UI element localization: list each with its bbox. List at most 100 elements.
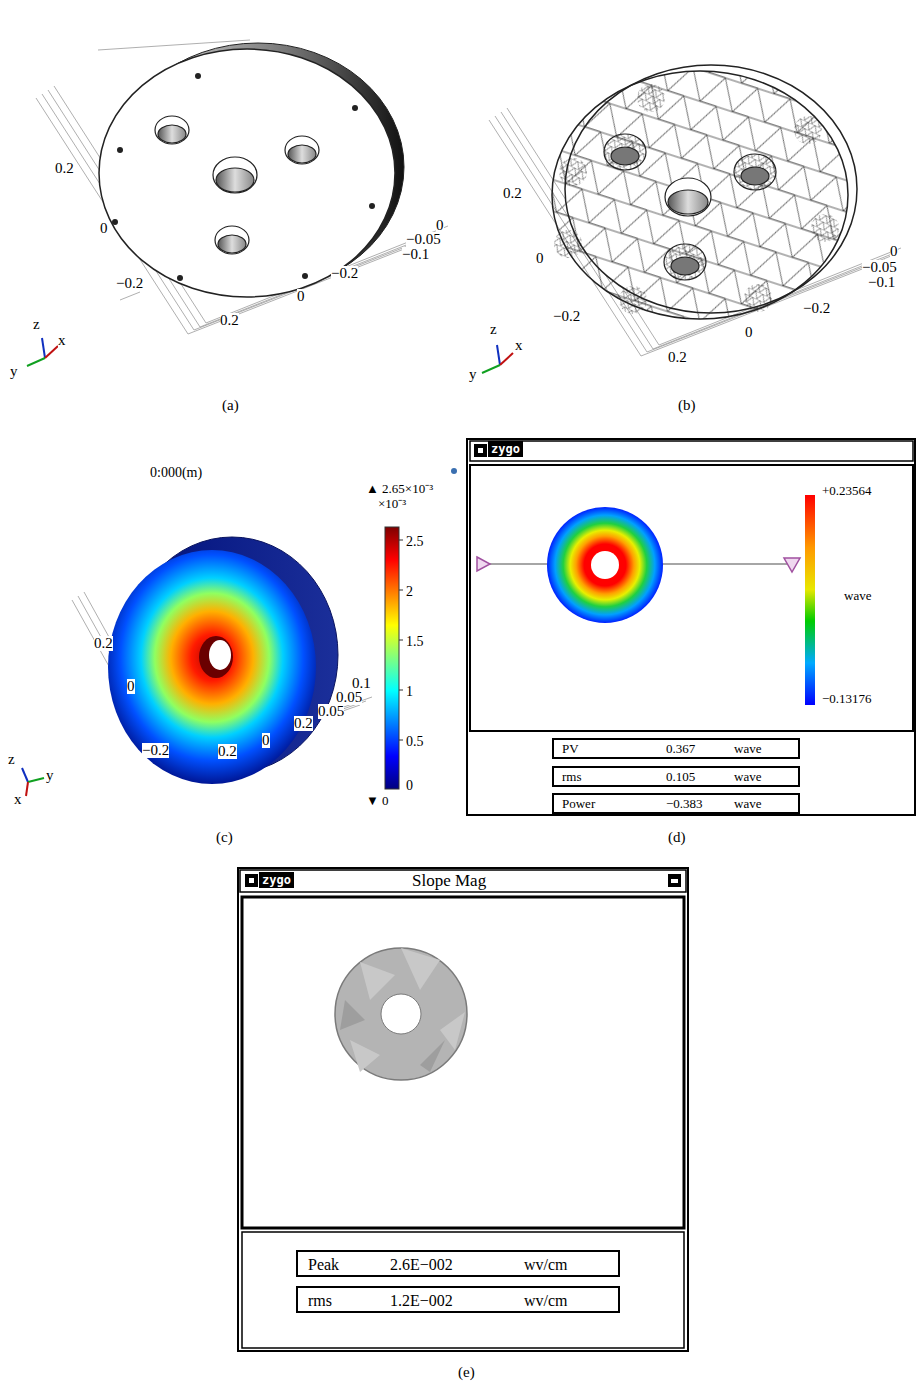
- zygo-window-art: [350, 948, 465, 1072]
- mirror-plate: [99, 49, 395, 297]
- deformation-plate: [209, 640, 231, 670]
- axis-name: y: [469, 367, 477, 382]
- axis-tick: −0.1: [402, 247, 429, 262]
- panel-label: (d): [668, 830, 686, 845]
- readout-name: rms: [308, 1291, 332, 1310]
- mesh-refinement: [559, 158, 587, 186]
- scale-tick: 2: [406, 585, 413, 599]
- axis-tick: −0.2: [142, 743, 169, 758]
- scale-tick: 2.5: [406, 535, 424, 549]
- mesh-refinement: [794, 116, 822, 144]
- scale-min: ▼ 0: [366, 794, 389, 807]
- deformation-plate: [199, 636, 233, 678]
- axis-triad: [497, 345, 500, 365]
- axis-name: y: [46, 768, 54, 783]
- mesh-hole: [665, 178, 711, 216]
- color-scale: [385, 527, 403, 789]
- axis-tick: 0.1: [352, 676, 371, 691]
- zygo-window-art: [240, 870, 686, 1348]
- mesh-hole: [741, 167, 769, 185]
- axis-name: x: [14, 792, 22, 807]
- readout-box: Power−0.383wave: [552, 793, 800, 814]
- axis-name: x: [58, 333, 66, 348]
- zygo-window-art: [470, 441, 913, 461]
- screw-dot: [302, 273, 308, 279]
- readout-box: PV0.367wave: [552, 738, 800, 759]
- axis-tick: −0.2: [803, 301, 830, 316]
- axis-tick: −0.2: [553, 309, 580, 324]
- mesh-hole: [604, 134, 646, 170]
- readout-name: Peak: [308, 1255, 339, 1274]
- axis-tick: 0.2: [294, 716, 313, 731]
- mount-hole: [215, 226, 249, 254]
- mount-hole: [288, 145, 316, 163]
- axis-tick: −0.05: [862, 260, 897, 275]
- zygo-window-art: [470, 465, 913, 731]
- panel-label: (e): [458, 1365, 475, 1380]
- axis-tick: 0.2: [503, 186, 522, 201]
- zygo-window-art: [591, 551, 619, 579]
- mesh-hole: [604, 134, 776, 280]
- axis-triad: [500, 353, 513, 365]
- window-title: Slope Mag: [412, 871, 486, 891]
- axis-tick: −0.1: [868, 275, 895, 290]
- readout-name: PV: [562, 741, 579, 757]
- mesh-plate: [552, 71, 848, 319]
- axis-tick: 0.2: [94, 636, 113, 651]
- mesh-hole: [611, 147, 639, 165]
- axis-tick: −0.05: [406, 232, 441, 247]
- mount-hole: [158, 125, 186, 143]
- color-scale: [399, 540, 403, 740]
- zygo-window-art: [335, 948, 467, 1080]
- scale-tick: 1.5: [406, 635, 424, 649]
- scale-exponent: ×10⁻³: [378, 497, 406, 510]
- axis-triad: [42, 338, 45, 358]
- readout-unit: wave: [734, 741, 761, 757]
- axis-tick: 0.05: [318, 704, 344, 719]
- mesh-hole: [734, 154, 776, 190]
- zygo-window-art: [470, 441, 913, 731]
- axis-name: z: [33, 317, 40, 332]
- axis-name: y: [10, 364, 18, 379]
- readout-box: Peak2.6E−002wv/cm: [296, 1250, 620, 1277]
- readout-box: rms1.2E−002wv/cm: [296, 1286, 620, 1313]
- axis-tick: 0.05: [336, 690, 362, 705]
- axis-tick: 0: [100, 221, 108, 236]
- readout-name: Power: [562, 796, 595, 812]
- axis-tick: 0.2: [218, 744, 237, 759]
- axis-triad: [22, 768, 44, 796]
- zygo-window-art: [249, 878, 254, 883]
- axis-tick: 0: [536, 251, 544, 266]
- zygo-window-art: [245, 874, 258, 887]
- zygo-window: zygo Slope MagPeak2.6E−002wv/cm rms1.2E−00…: [237, 867, 689, 1352]
- window-logo: zygo: [259, 872, 294, 888]
- axis-name: z: [490, 322, 497, 337]
- axis-tick: 0: [745, 325, 753, 340]
- mount-hole: [155, 116, 319, 254]
- zygo-window-art: [805, 495, 815, 705]
- panel-label: (c): [216, 830, 233, 845]
- scale-max: ▲ 2.65×10⁻³: [366, 482, 433, 495]
- readout-unit: wave: [734, 769, 761, 785]
- zygo-window-art: [477, 557, 490, 571]
- mesh-refinement: [811, 214, 839, 242]
- screw-dot: [112, 219, 118, 225]
- axis-tick: 0.2: [668, 350, 687, 365]
- readout-unit: wv/cm: [524, 1291, 568, 1310]
- axis-triad: [28, 778, 44, 782]
- panel-label: (b): [678, 398, 696, 413]
- axis-tick: −0.2: [116, 276, 143, 291]
- zygo-window-art: [242, 897, 684, 1228]
- mount-hole: [155, 116, 189, 144]
- axis-triad: [26, 782, 28, 796]
- screw-dot: [352, 105, 358, 111]
- readout-name: rms: [562, 769, 582, 785]
- plot-title: 0:000(m): [150, 466, 202, 480]
- mesh-refinement: [744, 284, 772, 312]
- axis-triad: [482, 365, 500, 373]
- deformation-plate: [108, 537, 338, 784]
- axis-tick: 0: [262, 733, 270, 748]
- axis-triad: [22, 768, 28, 782]
- axis-name: z: [8, 752, 15, 767]
